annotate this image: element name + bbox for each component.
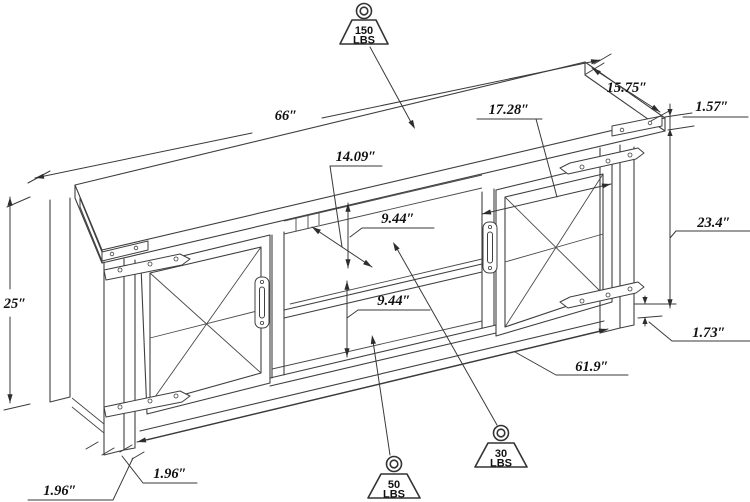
weight-capacity-lower-shelf-icon: 50 LBS [367, 335, 421, 501]
weight-top-unit: LBS [353, 35, 375, 47]
dim-overall-height: 25″ [3, 196, 31, 411]
right-door-bottom-hinge [559, 281, 645, 309]
dim-lower-shelf-height: 9.44″ [344, 280, 431, 358]
dim-leg-width: 1.96″ [27, 441, 145, 501]
left-barn-door [140, 234, 271, 415]
dim-top-depth-label: 15.75″ [607, 80, 648, 96]
weight-lower-value: 50 [388, 479, 400, 491]
left-door-bottom-hinge [103, 390, 191, 418]
weight-capacity-annotations: 150 LBS 50 LBS 30 LBS [339, 2, 528, 501]
dim-door-width: 17.28″ [476, 102, 612, 215]
dim-base-width: 61.9″ [136, 328, 629, 443]
dim-leg-depth-label: 1.96″ [153, 466, 186, 482]
weight-lower-unit: LBS [383, 489, 405, 501]
weight-capacity-middle-shelf-icon: 30 LBS [393, 242, 528, 470]
weight-middle-unit: LBS [490, 458, 512, 470]
weight-capacity-top-icon: 150 LBS [339, 2, 415, 129]
dim-base-thickness: 1.73″ [637, 295, 750, 342]
middle-open-shelves [271, 174, 495, 379]
dim-lower-shelf-height-label: 9.44″ [377, 293, 410, 309]
dim-overall-height-label: 25″ [3, 296, 27, 312]
tv-stand-drawing [49, 61, 666, 456]
dim-top-width-label: 66″ [275, 108, 298, 124]
dim-leg-width-label: 1.96″ [43, 483, 76, 499]
dimension-lines: 66″ 15.75″ 1.57″ 23.4″ [3, 53, 750, 501]
left-door-top-hinge [103, 253, 191, 281]
dim-door-width-label: 17.28″ [489, 102, 530, 118]
legs [49, 144, 635, 456]
dim-interior-depth: 14.09″ [311, 149, 383, 268]
dim-base-width-label: 61.9″ [575, 359, 608, 375]
dim-upper-shelf-height: 9.44″ [345, 202, 435, 269]
dim-interior-depth-label: 14.09″ [336, 149, 377, 165]
dim-side-height-label: 23.4″ [696, 215, 730, 231]
dim-top-depth: 15.75″ [585, 62, 670, 122]
weight-top-value: 150 [355, 25, 373, 37]
dim-top-thickness: 1.57″ [664, 99, 749, 136]
dim-upper-shelf-height-label: 9.44″ [381, 211, 414, 227]
dim-base-thickness-label: 1.73″ [692, 325, 725, 341]
dim-side-height: 23.4″ [633, 215, 750, 308]
strap-hinges [103, 147, 645, 418]
right-door-top-hinge [559, 147, 645, 175]
dim-top-width: 66″ [27, 53, 612, 184]
dim-top-thickness-label: 1.57″ [695, 99, 728, 115]
corner-brackets [79, 115, 663, 262]
dim-leg-depth: 1.96″ [121, 455, 198, 484]
weight-middle-value: 30 [495, 448, 507, 460]
